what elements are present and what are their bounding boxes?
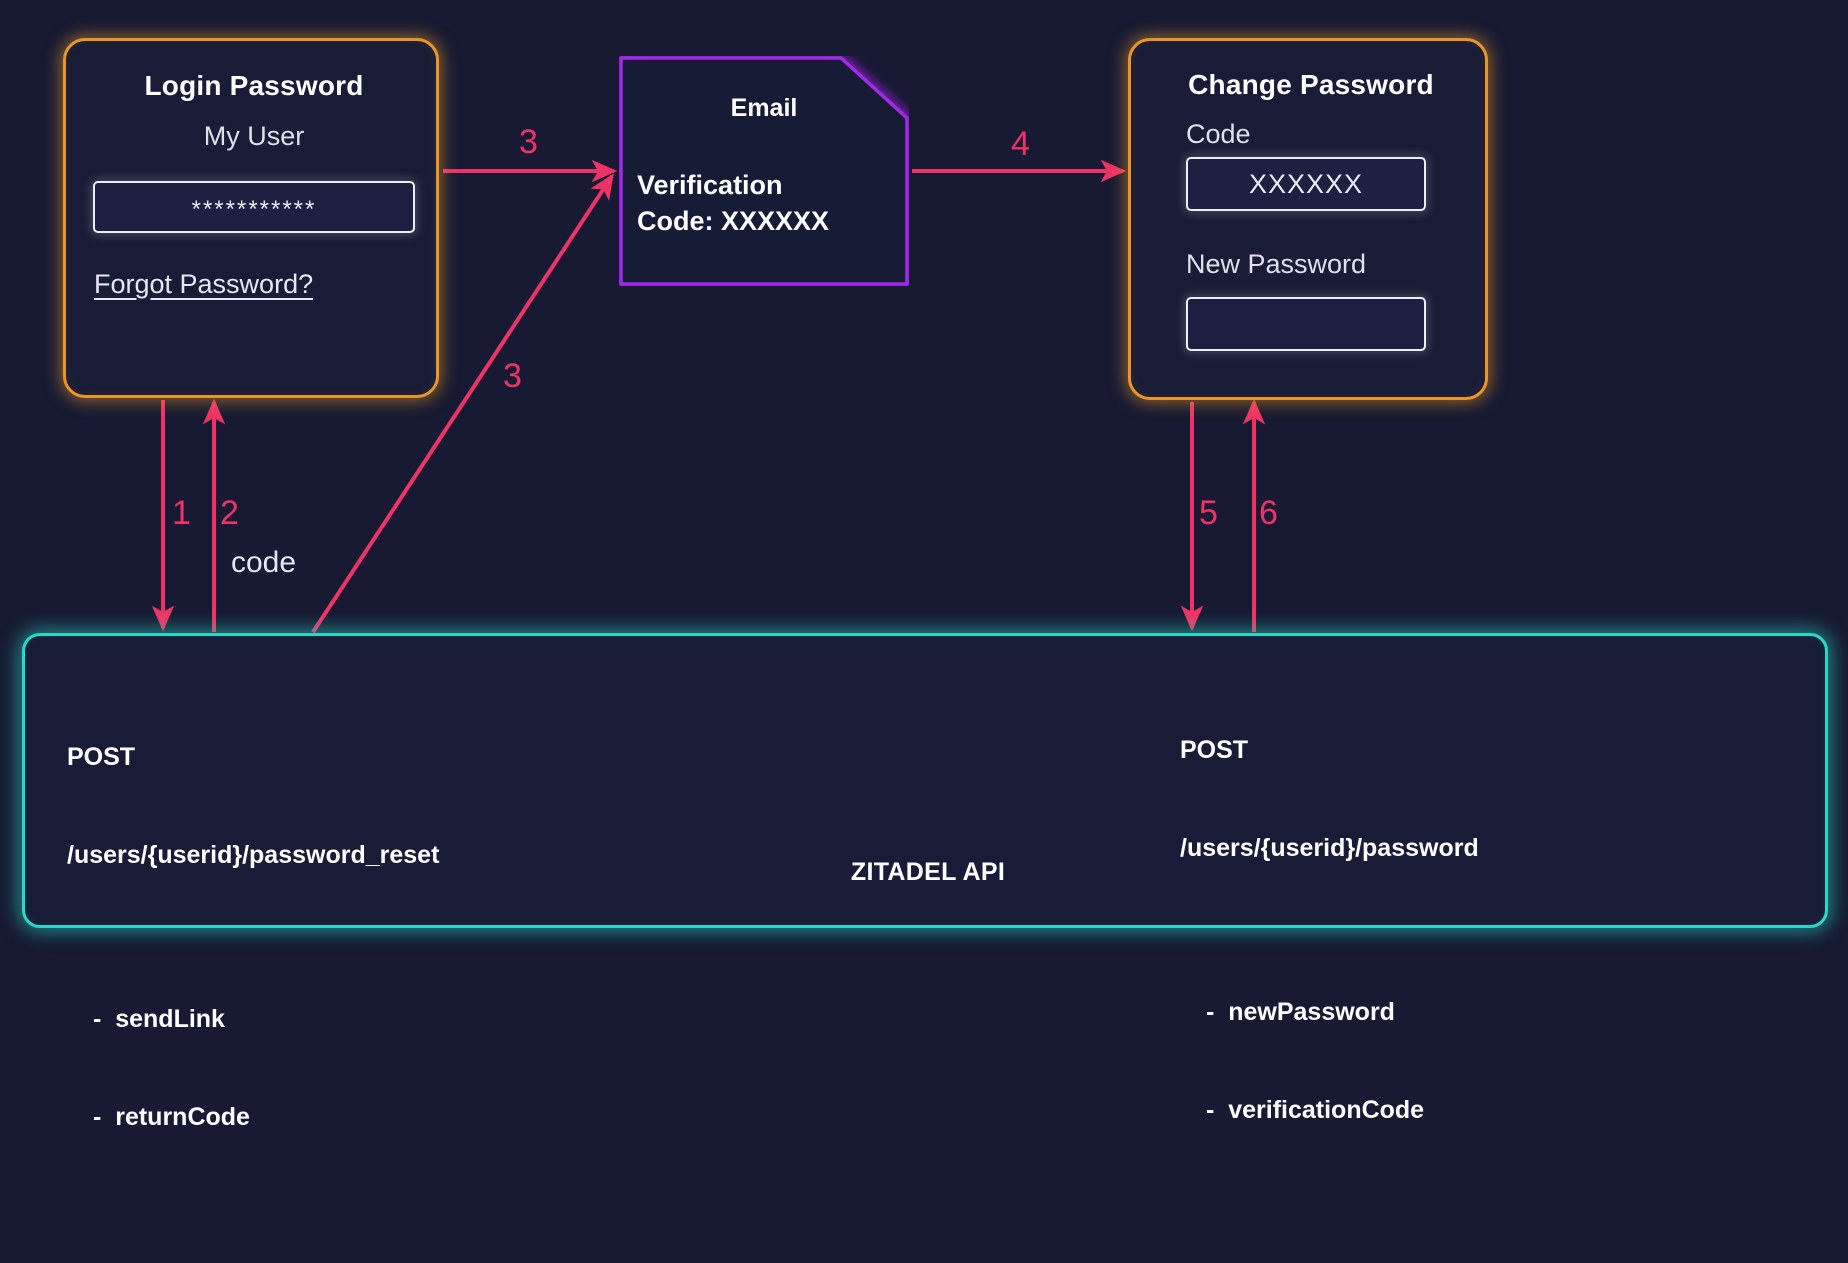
email-card-title: Email	[730, 94, 798, 122]
new-password-input[interactable]	[1186, 297, 1426, 351]
login-card-title: Login Password	[144, 70, 364, 101]
arrow-label-2: 2	[220, 494, 239, 532]
forgot-password-link[interactable]: Forgot Password?	[94, 269, 314, 299]
arrow-label-1: 1	[172, 494, 191, 532]
arrow-label-3b: 3	[503, 357, 522, 395]
arrow-label-4: 4	[1011, 125, 1030, 163]
api-left-method: POST	[67, 743, 136, 771]
arrow-label-5: 5	[1199, 494, 1218, 532]
api-right-method: POST	[1180, 736, 1249, 764]
code-field-label: Code	[1186, 119, 1251, 149]
change-card-title: Change Password	[1188, 69, 1434, 100]
api-right-param-0: - newPassword	[1206, 998, 1395, 1026]
api-left-param-0: - sendLink	[93, 1005, 225, 1033]
email-body-line1: Verification	[637, 170, 783, 200]
login-password-card: Login Password My User *********** Forgo…	[63, 38, 439, 398]
email-card-body: Verification Code: XXXXXX	[637, 168, 829, 239]
api-card-footer-label: ZITADEL API	[850, 858, 1006, 886]
zitadel-api-card: POST /users/{userid}/password_reset - se…	[22, 633, 1828, 1131]
change-password-card: Change Password Code XXXXXX New Password	[1128, 38, 1488, 400]
login-username-text: My User	[203, 121, 305, 151]
new-password-field-label: New Password	[1186, 249, 1367, 279]
email-note-card: Email Verification Code: XXXXXX	[619, 56, 909, 286]
email-body-line2: Code: XXXXXX	[637, 205, 830, 236]
api-right-path: /users/{userid}/password	[1180, 833, 1479, 862]
api-right-params: - newPassword - verificationCode	[1180, 931, 1479, 1191]
password-input[interactable]: ***********	[93, 181, 415, 233]
code-input[interactable]: XXXXXX	[1186, 157, 1426, 211]
email-note-shape	[619, 56, 909, 286]
arrow-label-6: 6	[1259, 494, 1278, 532]
api-left-params: - sendLink - returnCode	[67, 938, 439, 1198]
diagram-canvas: Login Password My User *********** Forgo…	[22, 38, 1828, 1131]
api-endpoint-left: POST /users/{userid}/password_reset - se…	[67, 676, 439, 1263]
api-left-path: /users/{userid}/password_reset	[67, 840, 440, 869]
api-right-param-1: - verificationCode	[1206, 1095, 1425, 1124]
arrow-label-3a: 3	[519, 123, 538, 161]
arrow-note-code: code	[231, 546, 297, 579]
api-endpoint-right: POST /users/{userid}/password - newPassw…	[1180, 669, 1479, 1256]
api-left-param-1: - returnCode	[93, 1102, 250, 1131]
